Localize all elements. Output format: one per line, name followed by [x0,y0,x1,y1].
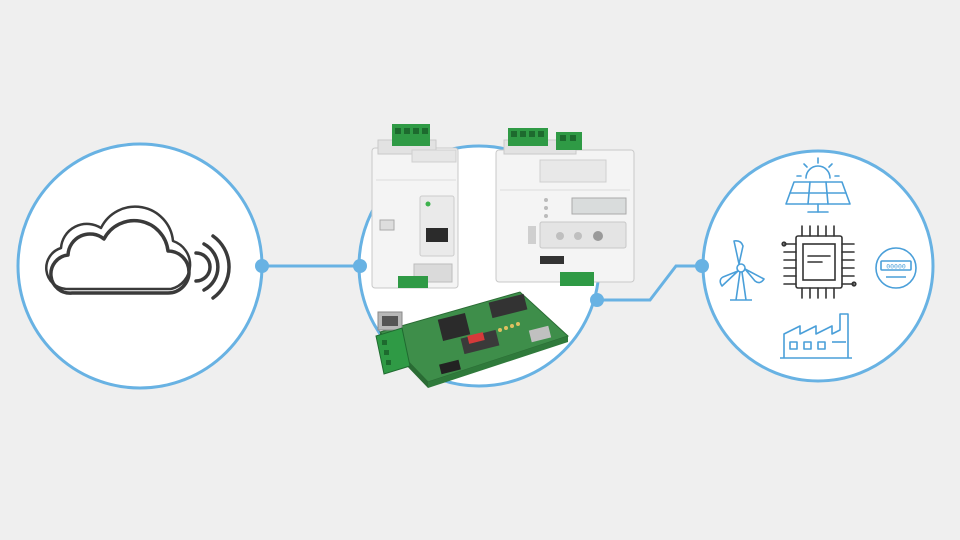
solar-panel-icon [785,157,851,213]
energy-meter-readout: 00000 [886,263,906,271]
small-din-module [371,124,459,289]
cloud-wireless-icon [45,205,231,300]
energy-meter-icon [875,247,917,289]
pcb-board [375,291,569,388]
cloud-circle [16,142,264,390]
cloud-connection-dot [255,259,269,273]
field-connection-dot [695,259,709,273]
large-din-module [495,128,635,286]
microchip-icon [781,225,857,299]
factory-icon [780,313,852,359]
devices-left-dot [353,259,367,273]
devices-to-field-line [597,264,702,302]
devices-right-dot [590,293,604,307]
wind-turbine-icon [719,240,765,301]
